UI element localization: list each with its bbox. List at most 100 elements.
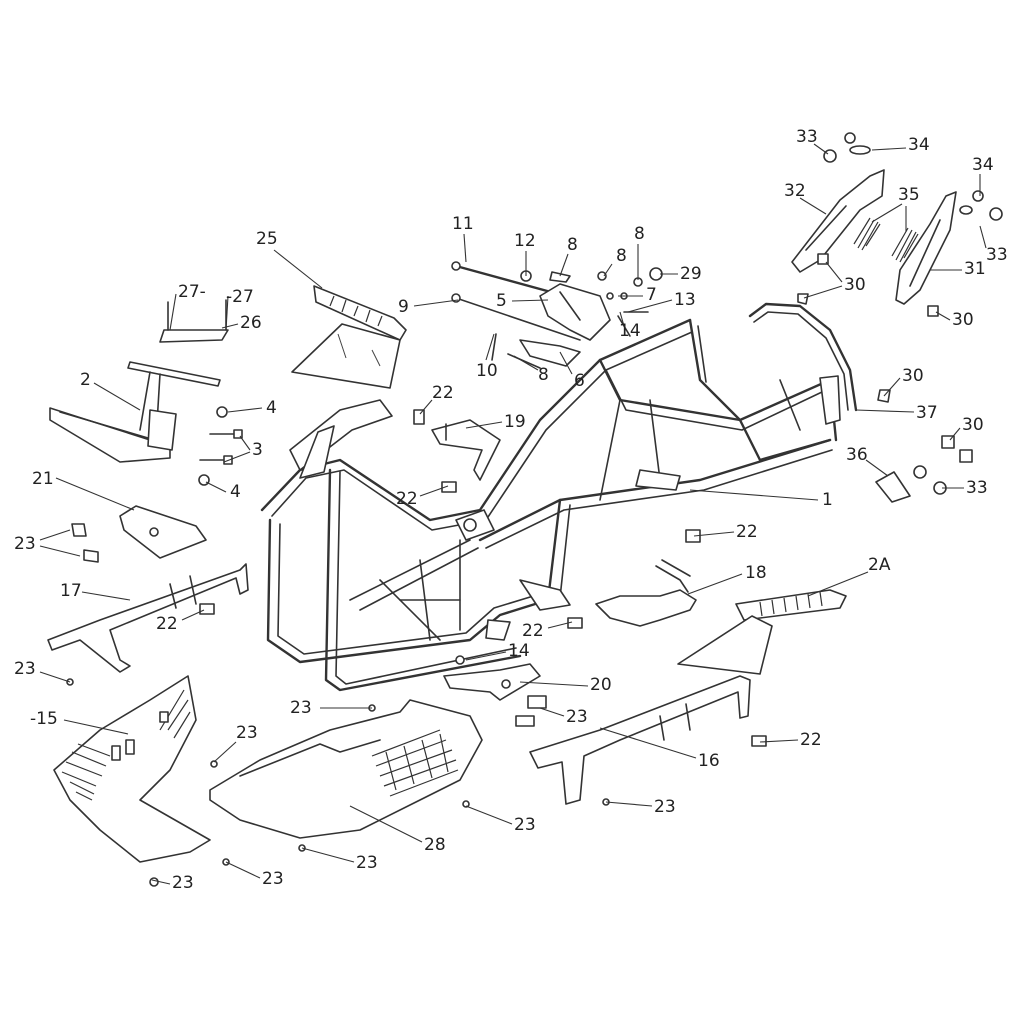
callout-number: 25 bbox=[256, 229, 278, 249]
callout-number: 22 bbox=[432, 383, 454, 403]
callout-leader bbox=[519, 681, 589, 687]
rear-bracket-32 bbox=[791, 132, 885, 273]
callout-leaders bbox=[39, 143, 987, 885]
callout-leader bbox=[225, 861, 261, 879]
callout-leader bbox=[239, 435, 251, 451]
callout-leader bbox=[181, 609, 205, 621]
callout-number: 3 bbox=[252, 440, 263, 460]
callout-number: 12 bbox=[514, 231, 536, 251]
callout-leader bbox=[349, 805, 423, 843]
callout-leader bbox=[93, 382, 141, 411]
callout-number: 5 bbox=[496, 291, 507, 311]
callout-leader bbox=[223, 451, 251, 463]
bracket-plate-21 bbox=[119, 505, 207, 559]
callout-number: 2A bbox=[868, 555, 891, 575]
footrest-bracket-19 bbox=[431, 419, 501, 481]
callout-number: 33 bbox=[986, 245, 1008, 265]
front-bumper-rail bbox=[47, 563, 249, 673]
callout-leader bbox=[547, 621, 573, 629]
callout-leader bbox=[935, 311, 951, 321]
callout-number: 8 bbox=[616, 246, 627, 266]
callout-leader bbox=[687, 573, 743, 595]
callout-number: 23 bbox=[172, 873, 194, 893]
callout-leader bbox=[227, 407, 263, 413]
callout-leader bbox=[627, 299, 673, 313]
callout-number: 34 bbox=[908, 135, 930, 155]
callout-leader bbox=[803, 285, 843, 299]
callout-number: 33 bbox=[966, 478, 988, 498]
plate-26 bbox=[159, 299, 229, 343]
callout-number: 27- bbox=[178, 282, 206, 302]
callout-leader bbox=[559, 253, 569, 277]
callout-leader bbox=[419, 399, 433, 415]
callout-leader bbox=[513, 355, 539, 371]
callout-number: 8 bbox=[567, 235, 578, 255]
callout-number: 23 bbox=[654, 797, 676, 817]
callout-number: 35 bbox=[898, 185, 920, 205]
callout-number: 23 bbox=[356, 853, 378, 873]
callout-leader bbox=[465, 805, 513, 825]
callout-number: 7 bbox=[646, 285, 657, 305]
callout-leader bbox=[949, 427, 961, 441]
callout-number: 30 bbox=[844, 275, 866, 295]
callout-leader bbox=[511, 299, 549, 302]
callout-number: 30 bbox=[962, 415, 984, 435]
callout-number: -15 bbox=[30, 709, 58, 729]
callout-leader bbox=[693, 531, 735, 537]
callout-number: 23 bbox=[514, 815, 536, 835]
callout-number: 19 bbox=[504, 412, 526, 432]
callout-number: 29 bbox=[680, 264, 702, 284]
callout-leader bbox=[807, 571, 869, 597]
callout-number: 8 bbox=[538, 365, 549, 385]
callout-leader bbox=[413, 299, 459, 307]
callout-leader bbox=[225, 295, 229, 331]
rear-grab-rail-37 bbox=[748, 302, 858, 412]
callout-leader bbox=[273, 249, 323, 289]
callout-leader bbox=[603, 263, 613, 277]
callout-leader bbox=[465, 421, 503, 429]
callout-number: 34 bbox=[972, 155, 994, 175]
callout-leader bbox=[55, 477, 135, 511]
callout-leader bbox=[39, 545, 81, 557]
callout-leader bbox=[865, 459, 889, 477]
callout-leader bbox=[813, 143, 829, 155]
callout-number: 22 bbox=[736, 522, 758, 542]
front-skid-plate bbox=[53, 675, 211, 863]
callout-number: 22 bbox=[522, 621, 544, 641]
callout-number: 22 bbox=[800, 730, 822, 750]
callout-leader bbox=[465, 651, 507, 661]
bolts-30 bbox=[797, 253, 973, 495]
callout-number: 33 bbox=[796, 127, 818, 147]
callout-leader bbox=[619, 311, 625, 327]
callout-number: 30 bbox=[952, 310, 974, 330]
callout-leader bbox=[559, 351, 573, 375]
callout-number: 23 bbox=[14, 659, 36, 679]
center-brackets bbox=[451, 261, 663, 369]
bracket-20 bbox=[443, 663, 541, 701]
callout-number: 30 bbox=[902, 366, 924, 386]
bolts-23-bottom bbox=[149, 704, 610, 887]
callout-number: 37 bbox=[916, 403, 938, 423]
callout-leader bbox=[825, 261, 843, 283]
callout-number: 6 bbox=[574, 371, 585, 391]
callout-leader bbox=[883, 377, 901, 397]
callout-number: 1 bbox=[822, 490, 833, 510]
callout-number: 14 bbox=[619, 321, 641, 341]
foot-peg-25 bbox=[291, 285, 407, 389]
rear-bracket-31 bbox=[895, 190, 1003, 305]
callout-number: -27 bbox=[226, 287, 254, 307]
callout-leader bbox=[205, 481, 227, 493]
callout-leader bbox=[221, 323, 239, 329]
callout-number: 28 bbox=[424, 835, 446, 855]
callout-number: 9 bbox=[398, 297, 409, 317]
callout-leader bbox=[485, 333, 495, 361]
callout-leader bbox=[151, 879, 171, 885]
bolts-22 bbox=[199, 409, 767, 747]
callout-number: 21 bbox=[32, 469, 54, 489]
callout-leader bbox=[419, 485, 449, 497]
callout-number: 22 bbox=[156, 614, 178, 634]
center-skid-plate bbox=[209, 699, 483, 839]
callout-number: 23 bbox=[262, 869, 284, 889]
callout-number: 23 bbox=[290, 698, 312, 718]
